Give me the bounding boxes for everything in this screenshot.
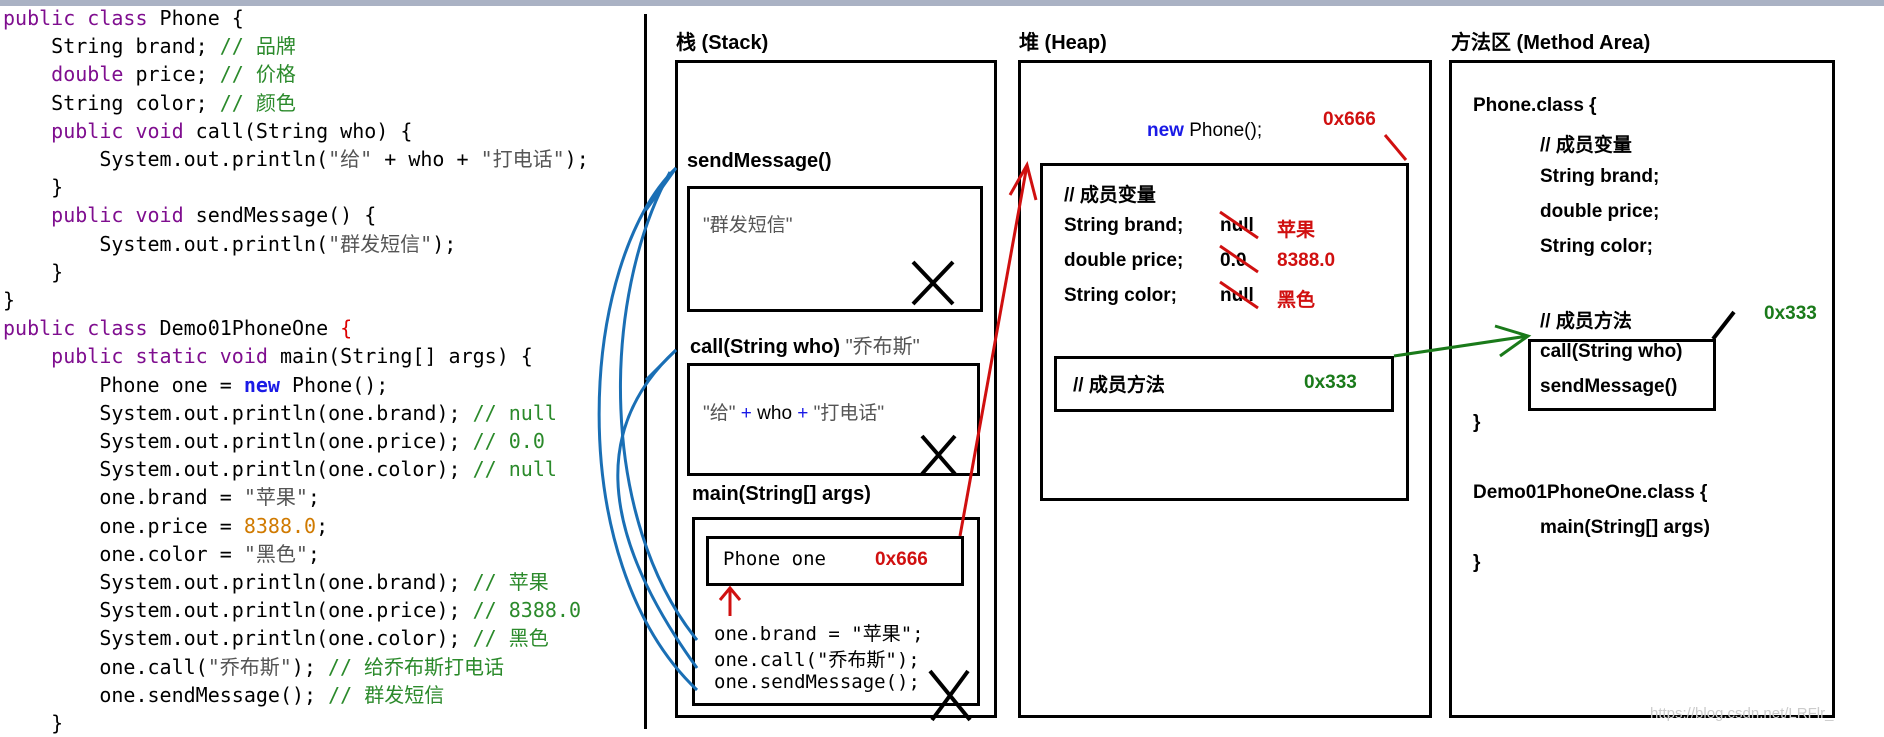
code-line: System.out.println(one.color); // 黑色 (3, 626, 549, 651)
up-arrow-icon (718, 585, 742, 616)
new-phone-expr: new Phone(); (1147, 120, 1263, 141)
code-line: System.out.println(one.brand); // null (3, 400, 557, 425)
brace: } (1473, 552, 1481, 573)
x-mark-icon (928, 669, 972, 722)
code-line: public void call(String who) { (51, 118, 413, 143)
code-line: Phone one = new Phone(); (3, 372, 389, 397)
code-line: System.out.println(one.price); // 8388.0 (3, 598, 581, 623)
call-body: "给" + who + "打电话" (703, 403, 885, 424)
brace: } (1473, 412, 1481, 433)
ma-method: call(String who) (1540, 341, 1683, 362)
methods-ref (1054, 356, 1394, 412)
x-mark-icon (920, 434, 957, 476)
reference-arrow (958, 164, 1029, 537)
code-line: } (3, 259, 64, 284)
code-line: System.out.println(one.price); // 0.0 (3, 429, 545, 454)
code-line: String color; // 颜色 (3, 90, 296, 115)
code-line: public void sendMessage() { (51, 203, 377, 228)
ma-methods-comment: // 成员方法 (1540, 311, 1632, 332)
code-line: one.sendMessage(); // 群发短信 (3, 682, 445, 707)
fields-comment: // 成员变量 (1064, 185, 1156, 206)
code-line: String brand; // 品牌 (3, 34, 296, 59)
call-frame (687, 363, 980, 476)
arrow-head-icon (1494, 324, 1532, 358)
code-line: double price; // 价格 (51, 62, 296, 87)
main-frame-label: main(String[] args) (692, 483, 871, 505)
main-line: one.call("乔布斯"); (714, 649, 920, 671)
demo-class: Demo01PhoneOne.class { (1473, 482, 1708, 503)
field-decl: String color; (1064, 285, 1177, 306)
x-mark-icon (911, 260, 955, 306)
field-old-value: 0.0 (1220, 250, 1247, 271)
code-line: System.out.println(one.brand); // 苹果 (3, 570, 549, 595)
variable-address: 0x666 (875, 549, 928, 570)
code-line: } (3, 175, 64, 200)
heap-box (1018, 60, 1432, 718)
ma-methods-address: 0x333 (1764, 303, 1817, 324)
main-frame (692, 517, 980, 706)
divider (644, 14, 647, 729)
code-line: public class Demo01PhoneOne { (3, 316, 353, 341)
ma-method: sendMessage() (1540, 376, 1678, 397)
ma-field: String color; (1540, 236, 1653, 257)
field-new-value: 苹果 (1277, 220, 1316, 241)
watermark: https://blog.csdn.net/LRFlr_ (1650, 705, 1834, 722)
address-pointer (1383, 134, 1408, 161)
ma-fields-comment: // 成员变量 (1540, 135, 1632, 156)
send-message-body: "群发短信" (703, 215, 793, 236)
call-frame-label: call(String who) "乔布斯" (690, 336, 920, 358)
code-line: } (3, 288, 16, 313)
ma-field: double price; (1540, 201, 1660, 222)
code-line: one.color = "黑色"; (3, 541, 320, 566)
code-line: public class Phone { (3, 6, 244, 30)
method-area-title: 方法区 (Method Area) (1451, 32, 1651, 54)
code-line: System.out.println("给" + who + "打电话"); (3, 147, 589, 172)
code-line: System.out.println(one.color); // null (3, 457, 557, 482)
call-arrows (597, 166, 699, 692)
code-line: one.brand = "苹果"; (3, 485, 320, 510)
heap-title: 堆 (Heap) (1019, 32, 1107, 54)
field-new-value: 黑色 (1277, 290, 1316, 311)
ma-methods-box (1528, 339, 1716, 411)
code-line: public static void main(String[] args) { (51, 344, 533, 369)
code-line: one.price = 8388.0; (3, 513, 329, 538)
main-line: one.sendMessage(); (714, 671, 920, 693)
send-message-frame (687, 186, 983, 312)
send-message-frame-label: sendMessage() (687, 150, 832, 172)
ma-field: String brand; (1540, 166, 1660, 187)
field-new-value: 8388.0 (1277, 250, 1336, 271)
code-line: System.out.println("群发短信"); (3, 231, 457, 256)
arrow-head-icon (1008, 161, 1038, 201)
window-top-bar (0, 0, 1884, 6)
phone-object (1040, 163, 1409, 501)
code-editor: public class Phone { String brand; // 品牌… (3, 4, 589, 737)
field-decl: double price; (1064, 250, 1184, 271)
phone-one-variable (706, 536, 964, 586)
stack-box (675, 60, 997, 718)
methods-comment: // 成员方法 (1073, 375, 1165, 396)
variable-name: Phone one (723, 548, 826, 570)
field-decl: String brand; (1064, 215, 1184, 236)
strike-icon (1219, 210, 1259, 310)
code-line: one.call("乔布斯"); // 给乔布斯打电话 (3, 654, 505, 679)
stack-title: 栈 (Stack) (676, 32, 769, 54)
main-line: one.brand = "苹果"; (714, 623, 924, 645)
object-address: 0x666 (1323, 109, 1376, 130)
method-ref-arrow (1393, 334, 1529, 358)
methods-address: 0x333 (1304, 372, 1357, 393)
method-area-box (1449, 60, 1835, 718)
pointer-line (1711, 310, 1736, 341)
phone-class: Phone.class { (1473, 95, 1597, 116)
demo-main: main(String[] args) (1540, 517, 1710, 538)
